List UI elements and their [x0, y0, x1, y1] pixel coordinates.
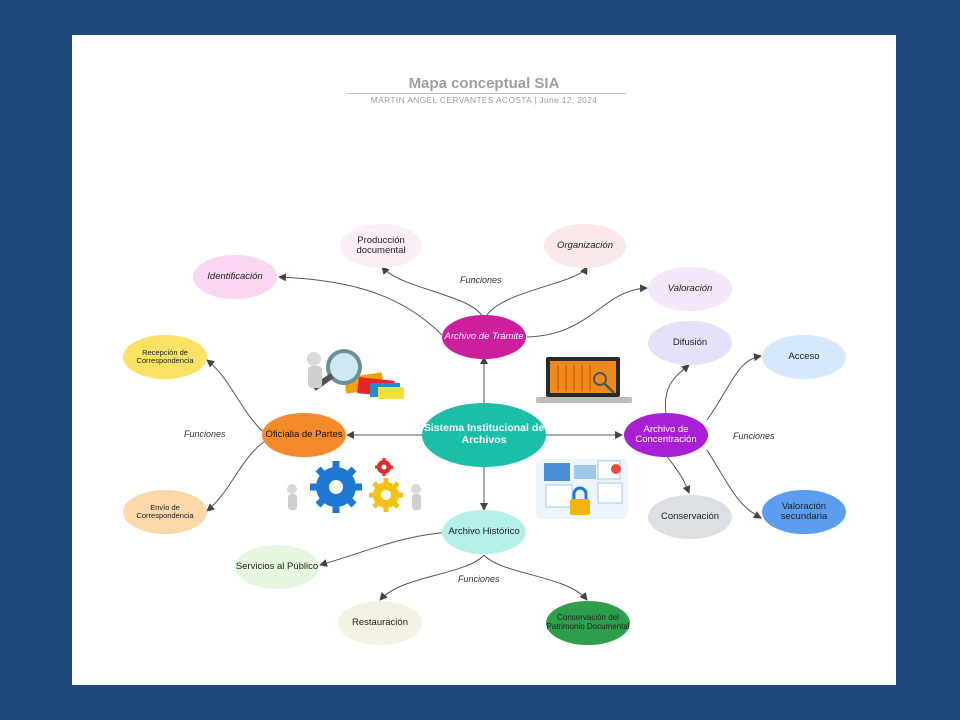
link-tramite-identificacion: [278, 273, 443, 336]
link-concentracion-acceso: [706, 353, 762, 421]
title-divider: [347, 93, 626, 94]
node-valoracion-secundaria: Valoración secundaria: [762, 490, 846, 534]
node-produccion-documental: Producción documental: [340, 224, 422, 268]
link-tramite-produccion: [381, 266, 485, 321]
laptop-folder-illustration: [536, 357, 632, 403]
funciones-label-concentracion: Funciones: [733, 431, 775, 441]
node-recepcion-correspondencia: Recepción de Correspondencia: [123, 335, 207, 379]
node-valoracion: Valoración: [648, 267, 732, 311]
magnifier-folders-illustration: [307, 349, 404, 399]
node-difusion: Difusión: [648, 321, 732, 365]
node-identificacion: Identificación: [193, 255, 277, 299]
connector-lines: [206, 266, 762, 601]
link-historico-patrimonio: [483, 554, 588, 601]
link-concentracion-conservacion: [665, 454, 691, 494]
node-restauracion: Restauración: [338, 601, 422, 645]
link-historico-restauracion: [379, 554, 485, 601]
link-historico-servicios: [319, 531, 453, 567]
node-archivo-concentracion: Archivo de Concentración: [624, 413, 708, 457]
page-title: Mapa conceptual SIA: [408, 75, 560, 92]
node-envio-correspondencia: Envío de Correspondencia: [123, 490, 207, 534]
slide: Mapa conceptual SIA MARTIN ANGEL CERVANT…: [72, 35, 896, 685]
author-date: MARTIN ANGEL CERVANTES ACOSTA | June 12,…: [370, 95, 598, 105]
node-archivo-historico: Archivo Histórico: [442, 510, 526, 554]
gears-illustration: [287, 458, 421, 513]
center-node: Sistema Institucional de Archivos: [422, 403, 546, 467]
funciones-label-tramite: Funciones: [460, 275, 502, 285]
funciones-label-historico: Funciones: [458, 574, 500, 584]
node-organizacion: Organización: [544, 224, 626, 268]
link-concentracion-difusion: [664, 364, 690, 414]
documents-lock-illustration: [536, 459, 628, 519]
node-acceso: Acceso: [762, 335, 846, 379]
link-oficialia-recepcion: [206, 359, 268, 436]
link-concentracion-valsec: [706, 449, 762, 519]
funciones-label-oficialia: Funciones: [184, 429, 226, 439]
node-servicios-publico: Servicios al Público: [235, 545, 319, 589]
node-conservacion: Conservación: [648, 495, 732, 539]
node-oficialia-partes: Oficialia de Partes: [262, 413, 346, 457]
link-tramite-organizacion: [483, 266, 588, 321]
node-archivo-tramite: Archivo de Trámite: [442, 315, 526, 359]
node-conservacion-patrimonio: Conservación del Patrimonio Documental: [546, 601, 630, 645]
link-oficialia-envio: [206, 439, 268, 512]
link-tramite-valoracion: [526, 284, 648, 338]
